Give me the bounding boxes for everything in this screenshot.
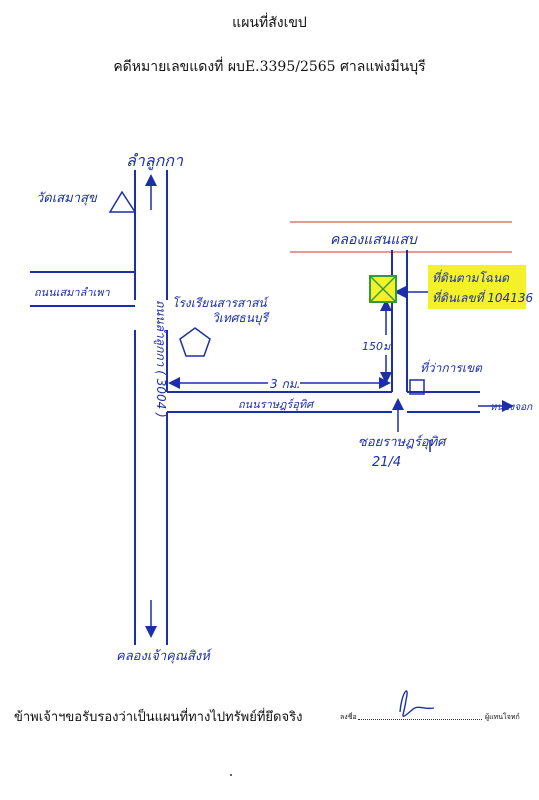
label-school-2: วิเทศธนบุรี	[212, 311, 270, 326]
label-canal: คลองแสนแสบ	[330, 232, 418, 248]
label-temple: วัดเสมาสุข	[36, 191, 98, 206]
canal-lines	[290, 221, 512, 253]
label-school-1: โรงเรียนสารสาสน์	[172, 296, 270, 310]
property-highlight	[428, 265, 526, 309]
label-office: ที่ว่าการเขต	[420, 359, 483, 375]
label-east-dest: หนองจอก	[490, 402, 533, 413]
school-pentagon-icon	[179, 327, 211, 357]
signature-role: ผู้แทนโจทก์	[485, 713, 520, 721]
main-road-vertical	[134, 170, 168, 645]
page-title: แผนที่สังเขป	[232, 15, 307, 31]
bottom-road	[167, 250, 480, 413]
label-distance-vertical: 150ม.	[362, 340, 394, 353]
office-square-icon	[409, 379, 425, 395]
direction-arrows	[145, 174, 514, 638]
label-south-dest: คลองเจ้าคุณสิงห์	[116, 648, 213, 664]
left-branch-road	[30, 271, 135, 307]
signature-label: ลงชื่อ	[340, 713, 357, 721]
temple-triangle-icon	[108, 190, 137, 213]
label-distance-horizontal: 3 กม.	[270, 377, 300, 391]
signature-scribble	[399, 690, 435, 718]
property-box-icon	[369, 275, 397, 303]
label-property-2: ที่ดินเลขที่ 104136	[432, 289, 533, 305]
label-road-bottom: ถนนราษฎร์อุทิศ	[238, 398, 315, 411]
signature-line	[358, 719, 482, 720]
case-number-line: คดีหมายเลขแดงที่ ผบE.3395/2565 ศาลแพ่งมี…	[113, 59, 426, 75]
label-soi-2: 21/4	[372, 455, 401, 470]
label-property-1: ที่ดินตามโฉนด	[432, 269, 510, 285]
label-road-left: ถนนเสมาลำเพา	[34, 286, 111, 299]
label-soi-1: ซอยราษฎร์อุทิศ	[358, 434, 448, 450]
label-main-road-vertical: ถนนลำลูกกา ( 3004 )	[153, 300, 168, 418]
label-north-dest: ลำลูกกา	[126, 151, 184, 171]
certification-statement: ข้าพเจ้าฯขอรับรองว่าเป็นแผนที่ทางไปทรัพย…	[14, 710, 303, 725]
page-dot	[230, 774, 232, 776]
